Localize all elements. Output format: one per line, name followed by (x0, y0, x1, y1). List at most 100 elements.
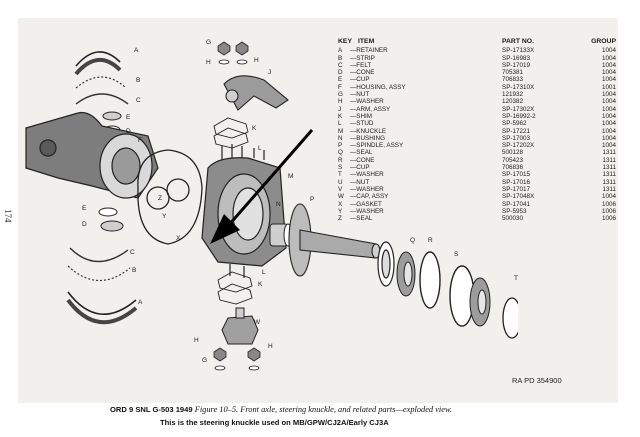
row-part-no: SP-17302X (502, 105, 535, 113)
bushing (269, 223, 293, 247)
row-group: 1004 (601, 76, 616, 84)
svg-text:D: D (126, 128, 131, 135)
row-item: —BUSHING (350, 134, 385, 142)
svg-text:B: B (136, 77, 140, 84)
seal-q (377, 241, 395, 287)
row-group: 1311 (602, 149, 616, 157)
svg-text:M: M (288, 173, 293, 180)
row-item: —CONE (350, 69, 375, 77)
row-group: 1004 (601, 54, 616, 62)
row-item: —WASHER (350, 207, 384, 215)
header-item: ITEM (358, 38, 375, 45)
row-group: 1004 (601, 69, 616, 77)
row-item: —WASHER (350, 98, 384, 106)
retainer-top (74, 51, 122, 76)
pointer-arrow (210, 129, 314, 244)
steering-knuckle (201, 148, 287, 278)
row-part-no: SP-5953 (502, 207, 527, 215)
row-part-no: 705423 (502, 156, 524, 164)
exploded-view-diagram: A B C E D F G H J H K L M N P Q R S T U … (25, 39, 518, 371)
axle-housing (25, 111, 159, 199)
svg-text:L: L (258, 145, 262, 152)
strip-bottom (67, 265, 131, 282)
row-group: 1004 (601, 105, 616, 113)
row-item: —CUP (350, 164, 370, 172)
row-part-no: SP-17017 (502, 185, 531, 193)
figure-caption: ORD 9 SNL G-503 1949 Figure 10–5. Front … (110, 405, 630, 414)
row-key: A (338, 47, 343, 55)
row-key: K (338, 112, 343, 120)
row-group: 1004 (601, 142, 616, 150)
row-group: 1006 (601, 215, 616, 223)
svg-text:Y: Y (162, 213, 167, 220)
svg-text:T: T (514, 275, 518, 282)
svg-text:K: K (258, 281, 263, 288)
row-item: —CUP (350, 76, 370, 84)
row-group: 1004 (601, 127, 616, 135)
row-key: X (338, 200, 343, 208)
row-item: —FELT (350, 61, 372, 69)
svg-text:G: G (202, 357, 207, 364)
svg-text:H: H (268, 343, 273, 350)
svg-text:G: G (206, 39, 211, 46)
row-part-no: SP-17221 (502, 127, 531, 135)
row-item: —NUT (350, 178, 370, 186)
row-key: V (338, 185, 343, 193)
svg-text:E: E (126, 114, 131, 121)
shims-bottom (217, 271, 253, 305)
row-item: —RETAINER (350, 47, 388, 55)
row-item: —WASHER (350, 185, 384, 193)
strip-top (75, 76, 127, 89)
svg-text:X: X (176, 235, 181, 242)
row-part-no: 500030 (502, 215, 524, 223)
svg-text:N: N (276, 201, 281, 208)
nuts-top (217, 41, 249, 65)
row-item: —CONE (350, 156, 375, 164)
row-item: —GASKET (350, 200, 382, 208)
svg-text:E: E (82, 205, 87, 212)
svg-text:A: A (138, 299, 143, 306)
row-key: M (338, 127, 344, 135)
table-row: Y —WASHER SP-5953 1006 (338, 208, 628, 215)
svg-text:C: C (130, 249, 135, 256)
row-group: 1004 (601, 193, 616, 201)
steering-arm (223, 75, 289, 111)
nuts-bottom (213, 347, 261, 371)
row-item: —SPINDLE, ASSY (350, 142, 404, 150)
row-group: 1004 (601, 98, 616, 106)
row-part-no: SP-17015 (502, 171, 531, 179)
row-part-no: SP-17041 (502, 200, 531, 208)
shims-top (213, 117, 249, 149)
svg-text:H: H (194, 337, 199, 344)
svg-text:H: H (254, 57, 259, 64)
caption-lead: ORD 9 SNL G-503 1949 (110, 405, 193, 414)
row-group: 1004 (601, 47, 616, 55)
row-group: 1311 (602, 171, 616, 179)
row-key: G (338, 91, 343, 99)
row-key: Y (338, 207, 343, 215)
svg-text:F: F (138, 137, 142, 144)
page-number: 174 (3, 209, 13, 223)
row-key: Z (338, 215, 342, 223)
row-key: D (338, 69, 343, 77)
felt-bottom (69, 247, 129, 263)
header-key: KEY (338, 38, 352, 45)
row-group: 1006 (601, 207, 616, 215)
header-group: GROUP (591, 38, 616, 45)
row-key: W (338, 193, 344, 201)
svg-text:P: P (310, 196, 314, 203)
cup-bottom (98, 207, 118, 217)
row-item: —SEAL (350, 149, 373, 157)
